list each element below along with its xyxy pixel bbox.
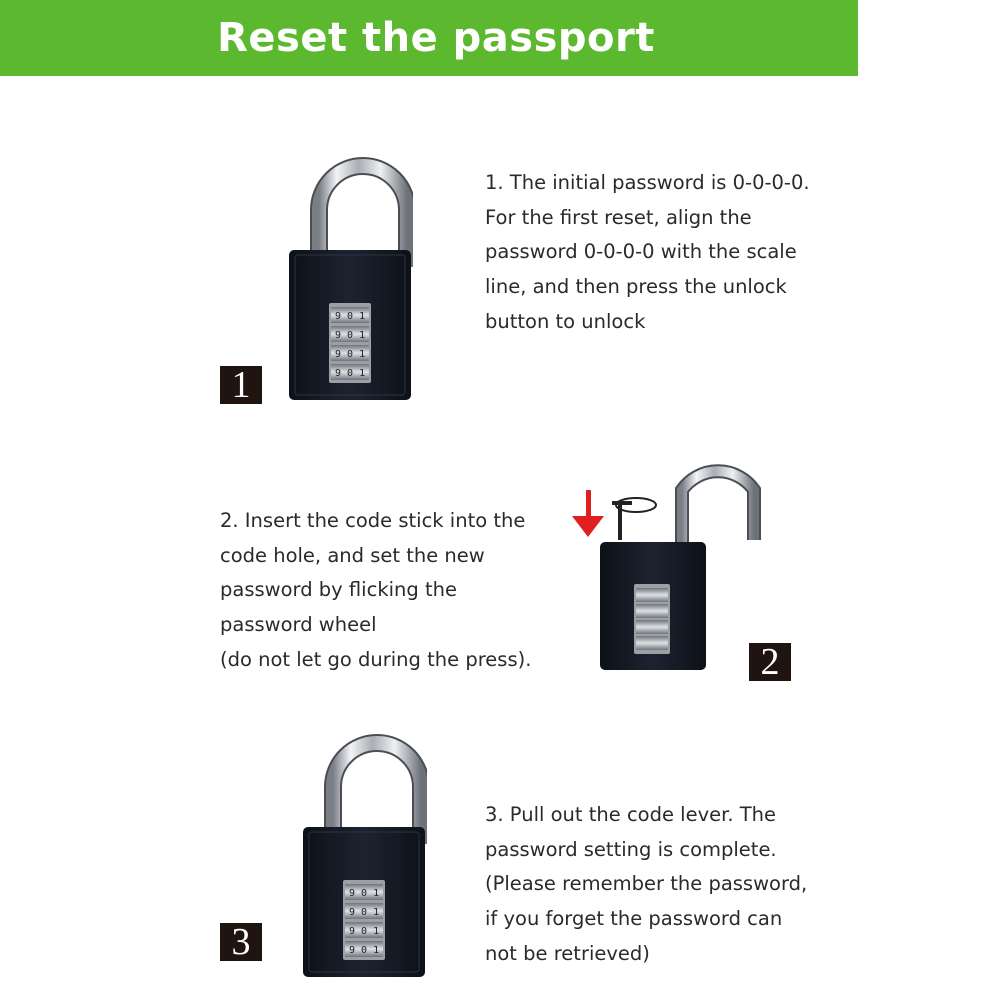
step-3-badge: 3	[220, 923, 262, 961]
step-1-badge: 1	[220, 366, 262, 404]
step-2-badge: 2	[749, 643, 791, 681]
padlock-open-icon	[572, 464, 761, 670]
padlock-closed-icon	[303, 732, 427, 978]
step-2-text: 2. Insert the code stick into the code h…	[220, 509, 532, 671]
step-3-text: 3. Pull out the code lever. The password…	[485, 803, 808, 965]
header-banner: Reset the passport	[0, 0, 858, 76]
code-stick-icon	[612, 497, 657, 540]
padlock-closed-icon	[289, 155, 413, 401]
step-1-text: 1. The initial password is 0-0-0-0. For …	[485, 171, 810, 333]
down-arrow-icon	[572, 490, 604, 537]
page-title: Reset the passport	[217, 15, 655, 61]
